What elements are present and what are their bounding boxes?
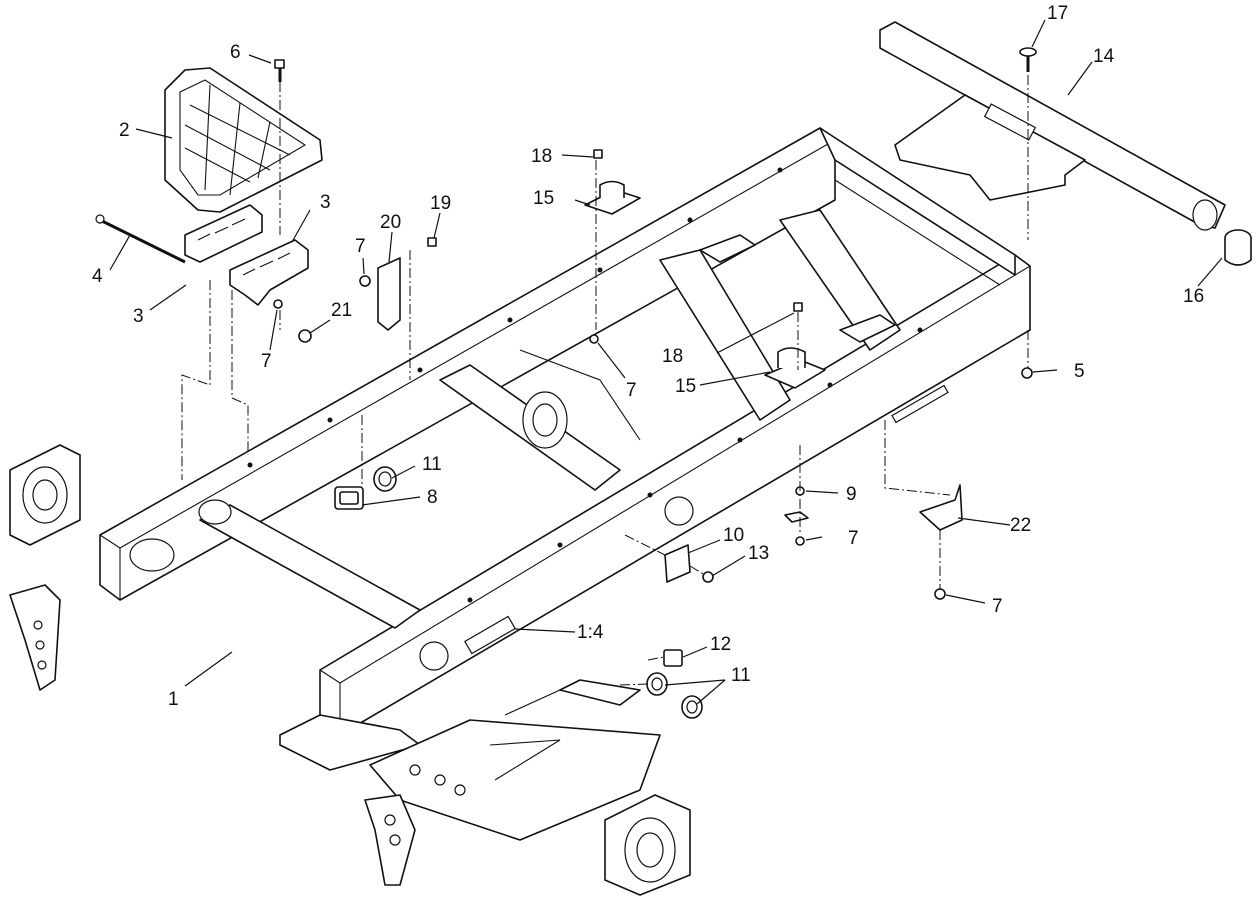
callout-3: 3 (133, 306, 144, 327)
callout-11: 11 (731, 665, 751, 686)
callout-15: 15 (533, 188, 554, 209)
main-frame (9, 127, 1031, 896)
pin-part-4 (95, 214, 186, 264)
seat-plate-part-14 (894, 94, 1086, 201)
callout-16: 16 (1183, 286, 1204, 307)
callout-3: 3 (320, 192, 331, 213)
callout-13: 13 (748, 543, 769, 564)
bushings (334, 466, 703, 719)
callout-8: 8 (427, 487, 438, 508)
callout-5: 5 (1074, 361, 1085, 382)
callout-7: 7 (261, 351, 272, 372)
callout-18: 18 (531, 146, 552, 167)
callout-21: 21 (331, 300, 352, 321)
callout-4: 4 (92, 266, 103, 287)
footrest-part-2 (164, 67, 323, 213)
hitch-tube-part-14 (879, 21, 1226, 231)
callout-leaders (109, 19, 1223, 705)
clip-part-9 (784, 511, 809, 523)
callout-19: 19 (430, 193, 451, 214)
callout-14: 14 (1093, 46, 1115, 67)
callout-18: 18 (662, 346, 683, 367)
callout-17: 17 (1047, 3, 1068, 24)
bolt-part-19 (427, 237, 437, 247)
hardware-nuts (273, 149, 1033, 600)
isolator-mount-part-15 (584, 180, 896, 389)
callout-9: 9 (846, 484, 857, 505)
callout-22: 22 (1010, 515, 1031, 536)
pin-part-17 (1019, 47, 1037, 72)
callout-1: 1 (168, 689, 179, 710)
callout-15: 15 (675, 376, 696, 397)
callout-7: 7 (626, 380, 637, 401)
callout-11: 11 (422, 454, 442, 475)
callout-7: 7 (848, 528, 859, 549)
bracket-part-20 (377, 257, 401, 331)
callout-7: 7 (355, 236, 366, 257)
plug-part-16 (1224, 229, 1252, 266)
callout-6: 6 (230, 42, 241, 63)
assembly-centerlines (181, 75, 1029, 686)
bracket-part-22 (919, 484, 963, 531)
callout-12: 12 (710, 634, 731, 655)
callout-7: 7 (992, 596, 1003, 617)
bracket-part-10 (664, 544, 691, 583)
callout-1-4: 1:4 (577, 622, 604, 643)
callout-10: 10 (723, 525, 744, 546)
callout-20: 20 (380, 212, 401, 233)
footrest-brackets-part-3 (184, 204, 309, 306)
callout-labels: 1 2 3 3 4 5 6 7 7 7 7 7 8 9 10 11 11 12 … (92, 3, 1204, 710)
bolt-part-6 (274, 59, 285, 82)
callout-2: 2 (119, 120, 130, 141)
